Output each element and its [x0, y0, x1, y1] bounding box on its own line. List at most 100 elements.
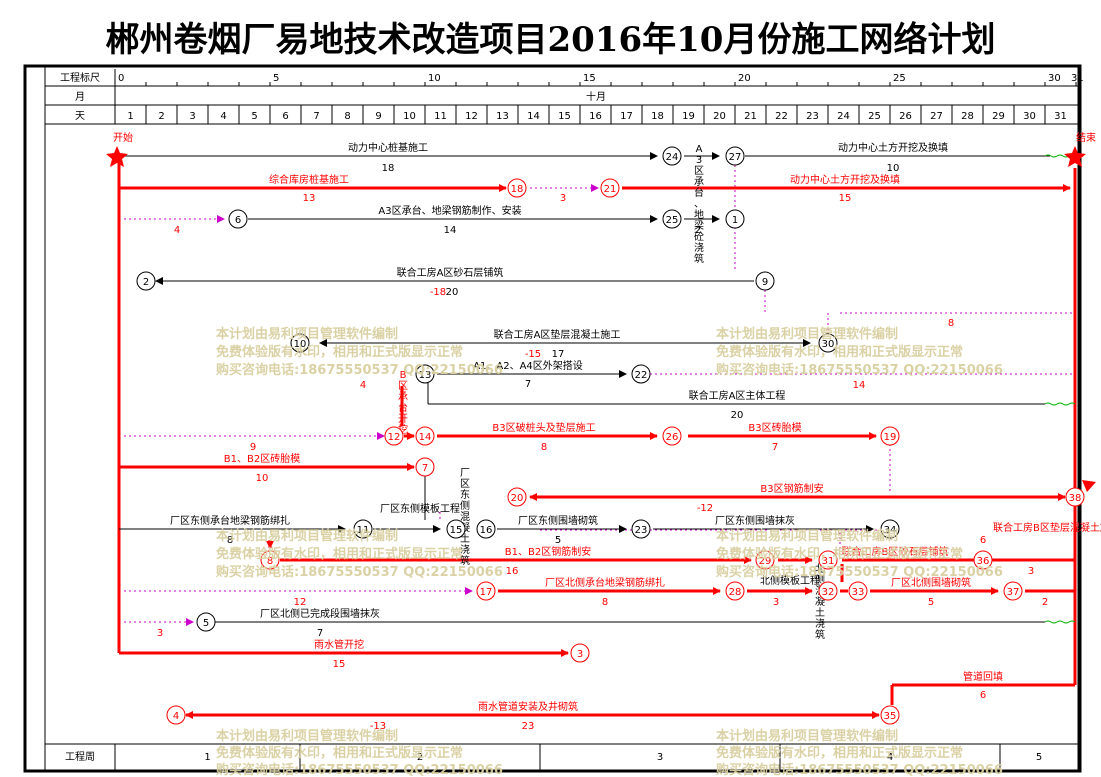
ruler-tick: 31 [1071, 73, 1084, 84]
day-number: 3 [189, 111, 195, 122]
day-label: 天 [75, 111, 85, 122]
week-number: 1 [204, 752, 210, 763]
day-number: 2 [158, 111, 164, 122]
day-number: 1 [127, 111, 133, 122]
node-33: 33 [848, 581, 868, 601]
node-10: 10 [290, 333, 310, 353]
node-22: 22 [631, 364, 651, 384]
node-28: 28 [725, 581, 745, 601]
node-19: 19 [880, 426, 900, 446]
node-31: 31 [818, 550, 838, 570]
activity-label: 联合工房B区砂石层铺筑 [842, 545, 949, 558]
activity-duration: 5 [928, 597, 934, 608]
activity-duration: 9 [250, 442, 256, 453]
node-number: 12 [388, 432, 401, 443]
node-8: 8 [260, 550, 280, 570]
activity-duration: 15 [839, 193, 852, 204]
activity-duration: 8 [602, 597, 608, 608]
watermark-line3: 购买咨询电话:18675550537 QQ:22150066 [716, 564, 1003, 580]
activity-label: 厂区东侧模板工程 [380, 502, 460, 515]
node-32: 32 [818, 581, 838, 601]
activity-duration: 13 [303, 193, 316, 204]
node-number: 20 [511, 493, 524, 504]
node-number: 24 [666, 152, 679, 163]
day-number: 31 [1054, 111, 1067, 122]
activity-label: 厂区东侧围墙抹灰 [715, 514, 795, 527]
node-number: 25 [666, 215, 679, 226]
node-number: 36 [977, 556, 990, 567]
activity-label: 厂区北侧已完成段围墙抹灰 [260, 607, 380, 620]
node-37: 37 [1003, 581, 1023, 601]
day-number: 27 [930, 111, 943, 122]
month-label: 月 [75, 91, 85, 103]
day-number: 4 [220, 111, 226, 122]
activity-duration: 10 [887, 163, 900, 174]
day-number: 16 [589, 111, 602, 122]
node-20: 20 [507, 487, 527, 507]
node-number: 11 [357, 525, 370, 536]
activity-label: 联合工房A区砂石层铺筑 [397, 266, 504, 279]
activity-float: -12 [697, 503, 713, 514]
page-title: 郴州卷烟厂易地技术改造项目2016年10月份施工网络计划 [105, 20, 996, 60]
activity-label: B1、B2区钢筋制安 [505, 545, 591, 558]
normal-activities [119, 152, 1050, 623]
watermark-line2: 免费体验版有水印，相用和正式版显示正常 [216, 344, 463, 360]
node-number: 2 [143, 277, 149, 288]
node-number: 22 [635, 370, 648, 381]
watermark-line3: 购买咨询电话:18675550537 QQ:22150066 [716, 362, 1003, 378]
activity-label: 雨水管开挖 [314, 638, 364, 651]
node-34: 34 [880, 519, 900, 539]
dotted-links [124, 160, 1075, 626]
day-number: 23 [806, 111, 819, 122]
activity-label: 动力中心土方开挖及换填 [790, 173, 900, 186]
node-24: 24 [662, 146, 682, 166]
node-7: 7 [415, 457, 435, 477]
activity-label: 管道回填 [963, 670, 1003, 683]
ruler-tick: 30 [1048, 73, 1061, 84]
activity-float: -13 [370, 721, 386, 732]
activity-label: B3区砖胎模 [748, 421, 801, 434]
activity-duration: 20 [731, 410, 744, 421]
watermarks: 本计划由易利项目管理软件编制 免费体验版有水印，相用和正式版显示正常 购买咨询电… [216, 326, 1003, 777]
node-3: 3 [570, 643, 590, 663]
node-25: 25 [662, 209, 682, 229]
activity-label: B3区破桩头及垫层施工 [492, 421, 595, 434]
ruler-tick: 25 [893, 73, 906, 84]
day-number: 18 [651, 111, 664, 122]
watermark-line2: 免费体验版有水印，相用和正式版显示正常 [716, 546, 963, 562]
node-number: 18 [511, 184, 524, 195]
day-number: 28 [961, 111, 974, 122]
day-number: 11 [434, 111, 447, 122]
activity-duration: 7 [317, 628, 323, 639]
node-number: 35 [884, 711, 897, 722]
node-1: 1 [725, 209, 745, 229]
activity-duration: 6 [980, 535, 986, 546]
node-5: 5 [196, 612, 216, 632]
activity-duration: 16 [506, 566, 519, 577]
week-number: 2 [417, 752, 423, 763]
watermark-line1: 本计划由易利项目管理软件编制 [716, 728, 898, 744]
watermark-line1: 本计划由易利项目管理软件编制 [216, 528, 398, 544]
day-number: 29 [992, 111, 1005, 122]
day-number: 13 [496, 111, 509, 122]
node-27: 27 [725, 146, 745, 166]
node-number: 37 [1007, 587, 1020, 598]
node-29: 29 [755, 550, 775, 570]
node-26: 26 [662, 426, 682, 446]
critical-path [117, 160, 1077, 719]
node-number: 38 [1069, 493, 1082, 504]
node-number: 19 [884, 432, 897, 443]
node-number: 4 [173, 711, 179, 722]
node-2: 2 [136, 271, 156, 291]
day-number: 21 [744, 111, 757, 122]
node-number: 9 [762, 277, 768, 288]
activity-label: 雨水管道安装及井砌筑 [478, 700, 578, 713]
activity-label: A3区承台、地梁钢筋制作、安装 [378, 204, 521, 217]
activity-duration: 15 [333, 659, 346, 670]
ruler-tick: 0 [118, 73, 124, 84]
node-number: 17 [480, 587, 493, 598]
